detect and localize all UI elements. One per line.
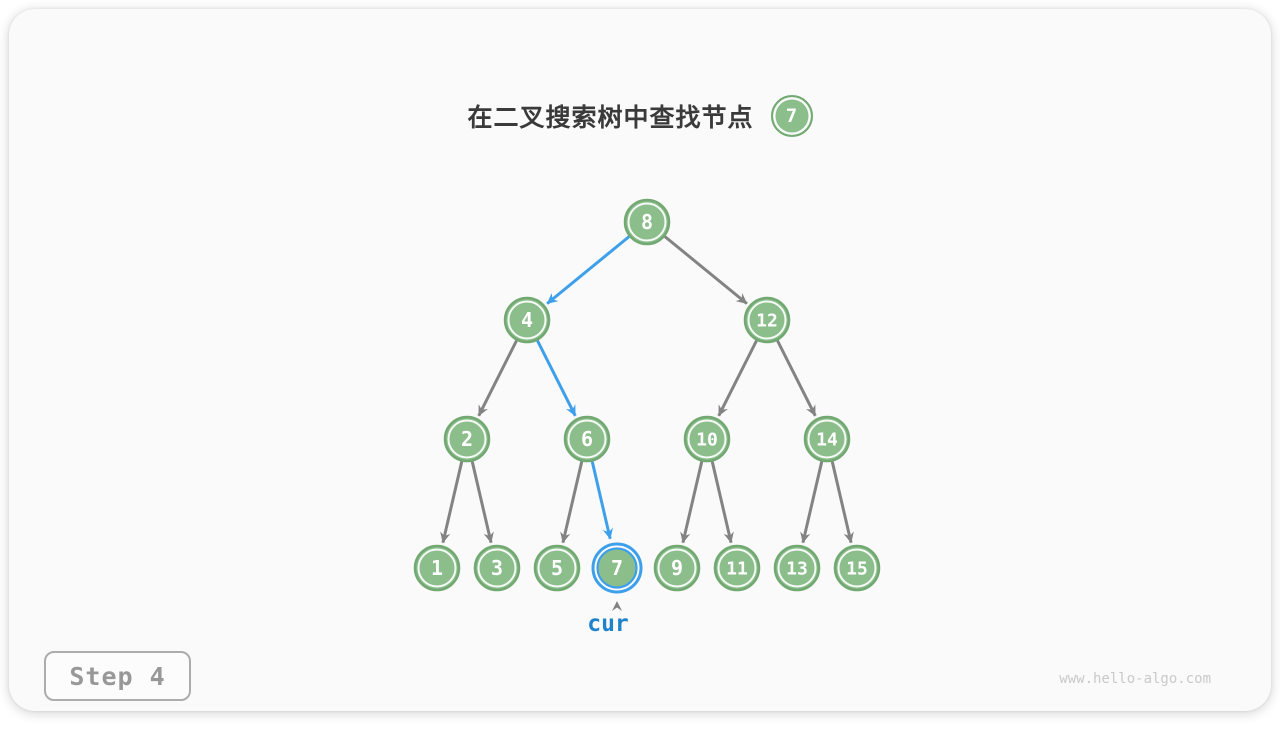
tree-edge-4-2 (479, 341, 517, 416)
tree-node-7: 7 (593, 544, 641, 592)
tree-edge-12-10 (719, 341, 757, 416)
cur-pointer-caret-icon (612, 601, 622, 611)
node-value: 3 (491, 556, 503, 580)
node-value: 6 (581, 427, 593, 451)
node-value: 4 (521, 308, 533, 332)
node-value: 5 (551, 556, 563, 580)
tree-edge-12-14 (777, 341, 815, 416)
node-value: 13 (786, 558, 808, 579)
tree-node-5: 5 (535, 546, 579, 590)
cur-pointer-label: cur (587, 611, 629, 637)
node-value: 10 (696, 429, 718, 450)
tree-node-9: 9 (655, 546, 699, 590)
tree-edge-2-3 (472, 461, 491, 542)
node-value: 11 (726, 558, 748, 579)
tree-node-8: 8 (625, 200, 669, 244)
tree-edge-2-1 (443, 461, 462, 542)
tree-edge-6-5 (563, 461, 582, 542)
node-value: 7 (611, 556, 623, 580)
tree-node-2: 2 (445, 417, 489, 461)
node-value: 1 (431, 556, 443, 580)
node-value: 12 (756, 310, 778, 331)
tree-node-4: 4 (505, 298, 549, 342)
tree-node-11: 11 (715, 546, 759, 590)
node-value: 8 (641, 210, 653, 234)
tree-edge-8-4 (547, 237, 629, 304)
tree-node-15: 15 (835, 546, 879, 590)
tree-node-14: 14 (805, 417, 849, 461)
node-value: 14 (816, 429, 838, 450)
watermark: www.hello-algo.com (1059, 671, 1211, 687)
node-value: 9 (671, 556, 683, 580)
tree-edge-6-7 (592, 461, 610, 538)
tree-edge-8-12 (665, 237, 747, 304)
tree-edge-14-15 (832, 461, 851, 542)
tree-edge-4-6 (537, 341, 575, 416)
tree-node-3: 3 (475, 546, 519, 590)
node-value: 2 (461, 427, 473, 451)
tree-node-10: 10 (685, 417, 729, 461)
tree-edges (443, 237, 851, 543)
step-badge: Step 4 (44, 651, 191, 701)
tree-node-12: 12 (745, 298, 789, 342)
tree-edge-10-11 (712, 461, 731, 542)
node-value: 15 (846, 558, 868, 579)
tree-node-13: 13 (775, 546, 819, 590)
tree-node-1: 1 (415, 546, 459, 590)
tree-node-6: 6 (565, 417, 609, 461)
tree-edge-14-13 (803, 461, 822, 542)
tree-edge-10-9 (683, 461, 702, 542)
